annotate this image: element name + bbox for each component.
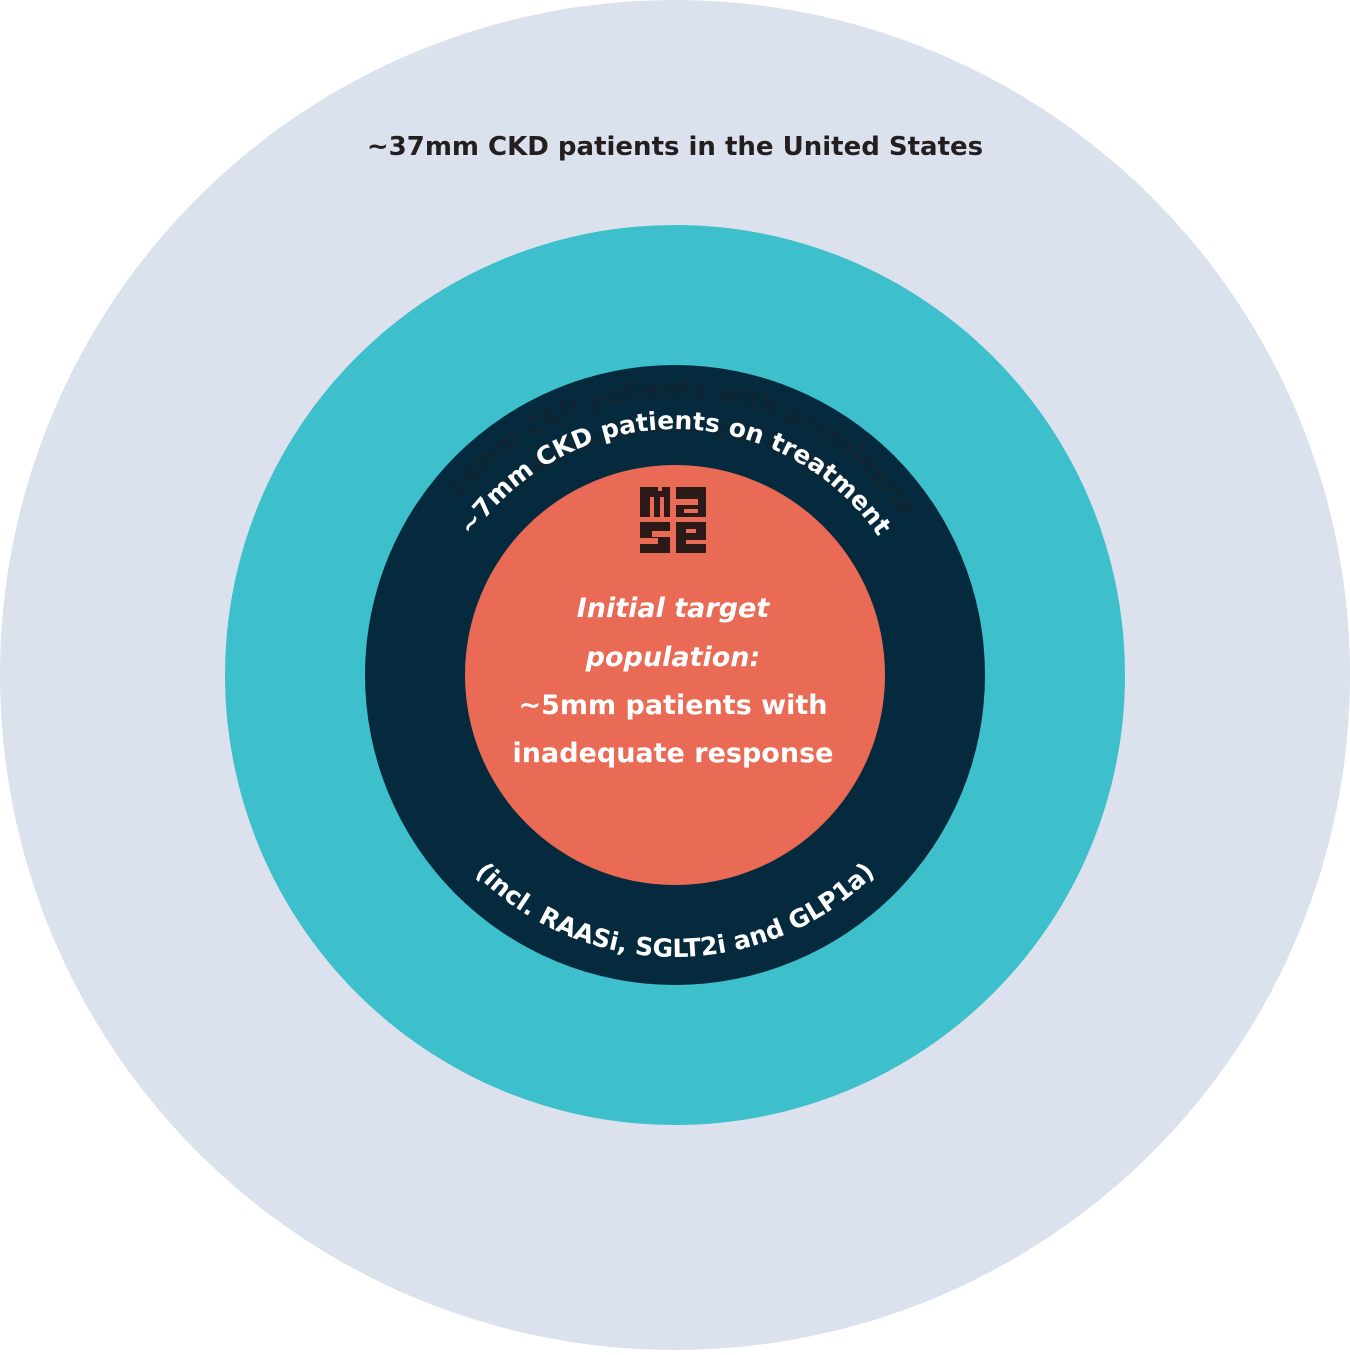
- target-body-line1: ~5mm patients with: [518, 690, 827, 721]
- target-title-line2: population:: [585, 642, 761, 673]
- target-body-line2: inadequate response: [513, 738, 834, 769]
- target-title-line1: Initial target: [577, 593, 771, 624]
- maze-logo: [640, 487, 706, 553]
- label-us-ckd: ~37mm CKD patients in the United States: [367, 132, 983, 162]
- ring-target: [465, 465, 885, 885]
